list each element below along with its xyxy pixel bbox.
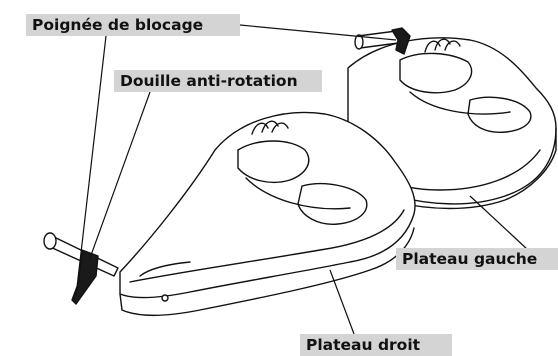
- plateau-gauche-slot-1: [400, 53, 472, 92]
- leader-douille: [90, 92, 150, 258]
- plateau-droit-hole: [162, 295, 168, 301]
- leader-poignee-right: [240, 25, 396, 40]
- label-poignee-de-blocage: Poignée de blocage: [26, 14, 240, 36]
- label-plateau-gauche: Plateau gauche: [396, 248, 558, 270]
- plateau-droit-slot-1: [238, 141, 309, 182]
- label-plateau-droit: Plateau droit: [300, 334, 452, 356]
- left-pin-tip: [44, 233, 56, 249]
- leader-gauche: [470, 196, 528, 250]
- label-douille-anti-rotation: Douille anti-rotation: [114, 70, 322, 92]
- leader-droit: [330, 270, 354, 334]
